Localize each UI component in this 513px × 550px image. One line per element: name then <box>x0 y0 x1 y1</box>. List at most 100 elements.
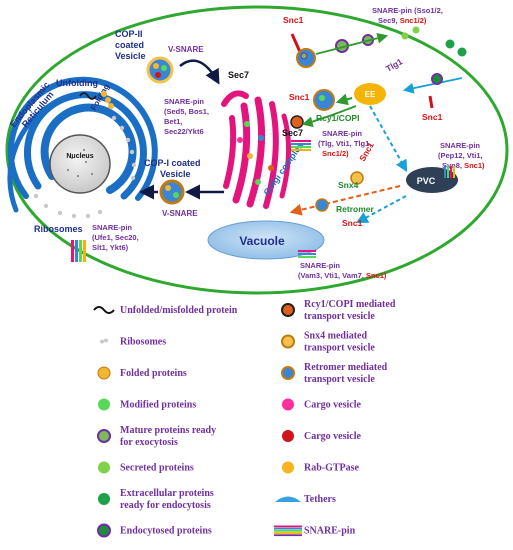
early-endosome <box>354 83 386 105</box>
vsnare-top-label: V-SNARE <box>168 45 204 54</box>
snare-er-2: (Ufe1, Sec20, <box>92 233 139 242</box>
legend-icon-dot <box>282 398 294 411</box>
rcy1-to-golgi-arrow <box>301 105 357 128</box>
rcy1-label: Rcy1/COPI <box>316 113 359 123</box>
cell-membrane <box>5 5 509 295</box>
legend-icon-dot <box>282 461 294 474</box>
legend-icon-ribo <box>100 338 108 344</box>
snare-pm-2: Sec9, Snc1/2) <box>378 16 427 25</box>
legend-item: Modified proteins <box>98 398 196 411</box>
legend-label: Cargo vesicle <box>304 431 361 442</box>
legend-label: Extracellular proteins <box>120 488 214 499</box>
legend-icon-ring <box>97 523 111 538</box>
nucleus-label: Nucleus <box>66 153 93 160</box>
snare-pin-er <box>71 240 86 262</box>
legend-item: Ribosomes <box>100 337 166 348</box>
snare-pin-pvc <box>444 166 455 178</box>
ee-label: EE <box>365 90 376 99</box>
legend-label: Mature proteins ready <box>120 425 216 436</box>
exocytosis-arrow <box>315 32 389 55</box>
snare-pin-vacuole <box>298 250 316 258</box>
snare-ee-2: (Tlg, Vti1, Tlg1, <box>318 139 371 148</box>
snc1-ee-label: Snc1 <box>289 92 310 102</box>
snare-golgi-4: Sec22/Ykt6 <box>164 127 204 136</box>
snx4-vesicle <box>350 171 364 185</box>
legend-icon-ring <box>97 429 111 443</box>
snare-vac-2: (Vam3, Vti1, Vam7, Snc1) <box>298 271 387 280</box>
sec7-mid-label: Sec7 <box>282 128 303 138</box>
rcy1-vesicle <box>290 89 335 129</box>
folded-proteins-er <box>101 91 114 109</box>
vacuole-label: Vacuole <box>239 234 285 248</box>
legend-label: Folded proteins <box>120 368 187 379</box>
legend-icon-snare <box>274 525 302 537</box>
legend-label: Tethers <box>304 494 336 505</box>
legend-label: Endocytosed proteins <box>120 526 212 537</box>
legend-icon-line <box>93 306 115 314</box>
tlg1-label: Tlg1 <box>384 56 404 74</box>
legend-item: Unfolded/misfolded protein <box>93 305 238 316</box>
ee-to-golgi-arrow <box>335 93 353 106</box>
copii-label-2: coated <box>115 40 144 50</box>
legend-label: transport vesicle <box>304 343 375 354</box>
snare-vac-1: SNARE-pin <box>300 261 340 270</box>
legend-icon-tether <box>275 496 301 502</box>
retromer-label: Retromer <box>336 204 374 214</box>
legend-label: SNARE-pin <box>304 526 356 537</box>
unfolded-protein-strand <box>79 92 97 100</box>
copi-label-1: COP-I coated <box>144 158 201 168</box>
snare-pin-golgi <box>291 140 311 151</box>
copii-label-3: Vesicle <box>115 51 146 61</box>
nucleus <box>49 134 111 194</box>
legend-item: Secreted proteins <box>98 461 194 474</box>
legend-icon-ring <box>281 334 295 349</box>
legend-label: Modified proteins <box>120 400 196 411</box>
snare-pvc-2: (Pep12, Vti1, <box>438 151 483 160</box>
pvc-label: PVC <box>417 176 436 186</box>
snc1-low-label: Snc1 <box>342 218 363 228</box>
snare-er-1: SNARE-pin <box>92 223 132 232</box>
snc1-top-label: Snc1 <box>283 15 304 25</box>
legend-item: SNARE-pin <box>274 525 356 537</box>
legend-label: transport vesicle <box>304 311 375 322</box>
snare-ee-3: Snc1/2) <box>322 149 349 158</box>
ribosome-dots <box>33 115 137 219</box>
ee-to-pvc-arrow <box>369 105 408 173</box>
golgi-complex <box>221 90 291 209</box>
legend-label: for exocytosis <box>120 437 178 448</box>
legend-label: Ribosomes <box>120 337 166 348</box>
endoplasmic-reticulum <box>7 76 158 213</box>
copi-label-2: Vesicle <box>160 169 191 179</box>
snx4-label: Snx4 <box>338 180 359 190</box>
legend-item: Tethers <box>275 494 336 505</box>
legend-label: Snx4 mediated <box>304 331 368 342</box>
retromer-vesicle <box>315 198 329 212</box>
legend-label: Cargo vesicle <box>304 400 361 411</box>
exocytic-vesicles <box>290 33 374 68</box>
golgi-cargo-dots <box>237 121 274 185</box>
snare-golgi-1: SNARE-pin <box>164 97 204 106</box>
vsnare-bottom-label: V-SNARE <box>162 209 198 218</box>
pvc-to-golgi-orange-arrow <box>289 185 401 216</box>
copi-vesicle <box>159 179 185 205</box>
snare-er-3: Slt1, Ykt6) <box>92 243 129 252</box>
legend-icon-dot <box>98 461 110 474</box>
snare-pvc-1: SNARE-pin <box>440 141 480 150</box>
legend-label: ready for endocytosis <box>120 500 211 511</box>
snare-golgi-3: Bet1, <box>164 117 182 126</box>
legend-label: Retromer mediated <box>304 362 388 373</box>
legend-label: Unfolded/misfolded protein <box>120 305 238 316</box>
copii-label-1: COP-II <box>115 29 143 39</box>
legend-icon-folded <box>97 366 111 380</box>
secreted-proteins <box>401 26 467 57</box>
endocytic-vesicle <box>428 73 443 109</box>
legend-left: Unfolded/misfolded proteinRibosomesFolde… <box>93 305 238 538</box>
snare-pm-1: SNARE-pin (Sso1/2, <box>372 6 443 15</box>
legend-icon-dot <box>282 430 294 442</box>
legend-item: Folded proteins <box>97 366 187 380</box>
